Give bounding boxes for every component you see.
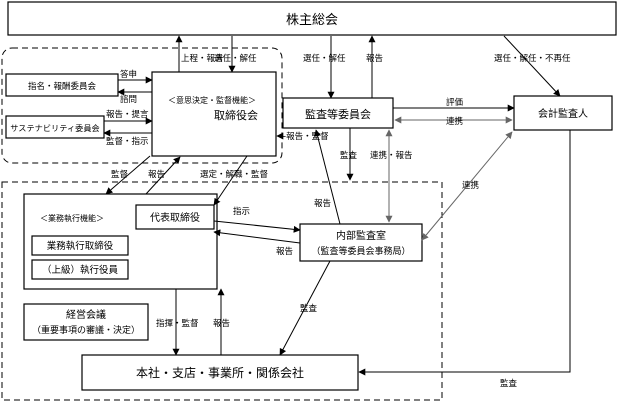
label-audit-2: 監査 [300, 303, 318, 314]
label-report-answer: 答申 [120, 69, 137, 80]
label-report-3: 報告 [314, 198, 331, 209]
executive-officers-box [31, 259, 129, 280]
nomination-committee-box [5, 73, 119, 97]
label-elect-dismiss-2: 選任・解任 [303, 53, 346, 64]
label-supervise-instruct: 監督・指示 [106, 136, 149, 147]
audit-committee-label: 監査等委員会 [305, 107, 371, 121]
label-report-2: 報告 [148, 169, 165, 180]
execution-function-label: ＜業務執行機能＞ [40, 213, 104, 223]
arrow-internal-coordinate-auditor [421, 131, 513, 241]
label-select-dismiss-supervise: 選定・解職・監督 [200, 169, 269, 180]
arrow-board-supervise-execution [105, 155, 151, 195]
arrow-internal-report-rep [213, 229, 301, 244]
internal-audit-box [299, 223, 423, 262]
operations-label: 本社・支店・事業所・関係会社 [136, 365, 304, 380]
sustainability-committee-label: サステナビリティ委員会 [10, 123, 99, 133]
label-direct-supervise: 指揮・監督 [156, 318, 199, 329]
representative-director-label: 代表取締役 [150, 211, 200, 224]
label-report-proposal: 報告・提言 [106, 109, 149, 120]
executive-directors-label: 業務執行取締役 [47, 240, 114, 252]
label-report-supervise: ←報告・監督 [279, 131, 329, 142]
label-audit-1: 監査 [340, 150, 358, 161]
shareholders-box [7, 1, 617, 36]
label-elect-dismiss-1: 選任・解任 [214, 53, 257, 64]
management-meeting-label-line1: 経営会議 [66, 308, 106, 321]
arrow-board-to-representative [213, 155, 248, 206]
label-coordinate-report: 連携・報告 [370, 150, 413, 161]
executive-directors-box [31, 235, 129, 256]
label-audit-3: 監査 [500, 378, 518, 389]
nomination-committee-label: 指名・報酬委員会 [28, 81, 97, 92]
label-coordinate-1: 連携 [446, 116, 463, 127]
arrow-shareholders-to-accounting-auditor [503, 35, 561, 97]
label-evaluate: 評価 [446, 97, 464, 108]
executive-officers-label: （上級）執行役員 [42, 264, 119, 276]
board-box [151, 71, 277, 157]
arrow-internal-report-audit [314, 129, 341, 225]
board-function-label: ＜意思決定・監督機能＞ [168, 95, 256, 105]
accounting-auditor-label: 会計監査人 [538, 107, 588, 120]
operations-box [81, 354, 359, 391]
internal-audit-label-line1: 内部監査室 [336, 229, 386, 242]
internal-audit-label-line2: （監査等委員会事務局） [311, 245, 410, 257]
representative-director-box [135, 204, 215, 230]
label-report-1: 報告 [366, 53, 383, 64]
shareholders-label: 株主総会 [286, 13, 338, 28]
management-meeting-label-line2: （重要事項の審議・決定） [32, 324, 140, 336]
label-elect-dismiss-nonreappoint: 選任・解任・不再任 [494, 53, 571, 64]
label-report-5: 報告 [213, 318, 230, 329]
label-coordinate-2: 連携 [462, 180, 479, 191]
arrow-rep-instruct-internal [213, 220, 301, 233]
label-report-4: 報告 [276, 246, 293, 257]
accounting-auditor-box [513, 95, 613, 131]
board-group-region [1, 47, 283, 164]
label-instruct: 指示 [233, 206, 250, 217]
execution-group-region [1, 181, 443, 401]
arrow-internal-audit-operations [279, 260, 331, 356]
arrow-auditor-audit-operations [358, 130, 571, 376]
board-label: 取締役会 [214, 108, 258, 122]
label-supervise-1: 監督 [111, 169, 129, 180]
label-report-submit: 上程・報告 [181, 53, 224, 64]
audit-committee-box [282, 97, 394, 129]
arrow-execution-report-board [145, 156, 181, 195]
management-meeting-box [23, 303, 149, 341]
label-consult: 諮問 [120, 94, 137, 105]
sustainability-committee-box [5, 115, 105, 139]
